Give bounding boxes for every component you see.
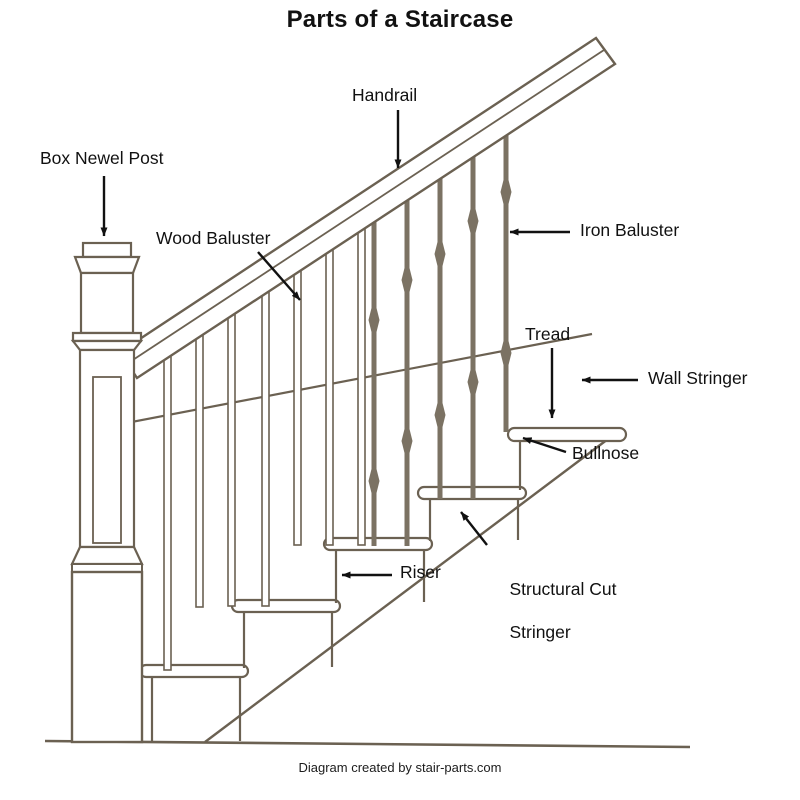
footer-credit: Diagram created by stair-parts.com: [298, 760, 502, 775]
newel-cap-top: [81, 241, 133, 259]
iron-baluster-5-shaft: [503, 116, 509, 432]
iron-baluster-5-knuckle-lower: [500, 331, 512, 375]
newel-base-flare: [70, 545, 144, 566]
step-5: [506, 426, 628, 490]
label-box-newel-post: Box Newel Post: [40, 148, 164, 168]
step-2: [230, 598, 342, 668]
wood-baluster-6: [325, 234, 334, 546]
newel-cap-trim: [73, 255, 141, 275]
tread-5-bullnose: [506, 426, 628, 443]
newel-base-band: [71, 563, 143, 573]
iron-baluster-1-knuckle-lower: [368, 459, 380, 503]
structural-cut-stringer: [204, 429, 621, 743]
floor-group: [44, 739, 691, 749]
label-structural-cut-stringer-line2: Stringer: [509, 622, 571, 643]
label-wood-baluster: Wood Baluster: [156, 228, 271, 248]
newel-mid-collar-bevel: [70, 339, 144, 352]
wood-baluster-2: [195, 328, 204, 608]
newel-inset-panel: [92, 376, 122, 544]
iron-baluster-4-knuckle-upper: [467, 199, 479, 243]
newel-base-block: [70, 570, 144, 744]
iron-baluster-2: [401, 185, 413, 546]
label-structural-cut-stringer: Structural Cut Stringer: [490, 558, 616, 665]
label-riser: Riser: [400, 562, 441, 582]
steps-group: [138, 426, 628, 741]
tread-1: [138, 663, 250, 679]
label-iron-baluster: Iron Baluster: [580, 220, 680, 240]
iron-baluster-1: [368, 208, 380, 546]
label-bullnose: Bullnose: [572, 443, 640, 463]
wood-baluster-4: [261, 281, 270, 607]
iron-baluster-3-knuckle-lower: [434, 393, 446, 437]
iron-baluster-3-knuckle-upper: [434, 232, 446, 276]
iron-baluster-2-shaft: [404, 185, 410, 546]
iron-baluster-1-shaft: [371, 208, 377, 546]
structural-cut-stringer-line: [204, 429, 621, 743]
iron-balusters-group: [368, 116, 512, 546]
step-1: [138, 663, 250, 741]
tread-3: [322, 536, 434, 552]
iron-baluster-4-knuckle-lower: [467, 360, 479, 404]
iron-baluster-5-knuckle-upper: [500, 170, 512, 214]
iron-baluster-3-shaft: [437, 162, 443, 499]
newel-upper-shaft: [79, 271, 135, 335]
page-title: Parts of a Staircase: [286, 6, 514, 33]
callout-arrows: [100, 110, 638, 579]
label-tread: Tread: [525, 324, 571, 344]
wood-baluster-7: [357, 211, 366, 546]
newel-mid-collar: [71, 331, 143, 343]
iron-baluster-2-knuckle-upper: [401, 258, 413, 302]
box-newel-post: [70, 241, 144, 744]
tread-2: [230, 598, 342, 614]
iron-baluster-4: [467, 139, 479, 499]
iron-baluster-1-knuckle-upper: [368, 298, 380, 342]
wood-baluster-1: [163, 351, 172, 671]
handrail-center-line: [127, 49, 605, 365]
wood-baluster-3: [227, 305, 236, 607]
wood-baluster-5: [293, 257, 302, 546]
label-handrail: Handrail: [352, 85, 418, 105]
label-wall-stringer: Wall Stringer: [648, 368, 748, 388]
iron-baluster-4-shaft: [470, 139, 476, 499]
arrow-wood-baluster: [257, 251, 301, 301]
iron-baluster-3: [434, 162, 446, 499]
arrow-bullnose: [522, 436, 567, 454]
floor-line: [44, 739, 691, 749]
label-structural-cut-stringer-line1: Structural Cut: [509, 579, 617, 600]
iron-baluster-2-knuckle-lower: [401, 419, 413, 463]
iron-baluster-5: [500, 116, 512, 432]
arrow-structural-cut-stringer: [460, 511, 488, 546]
